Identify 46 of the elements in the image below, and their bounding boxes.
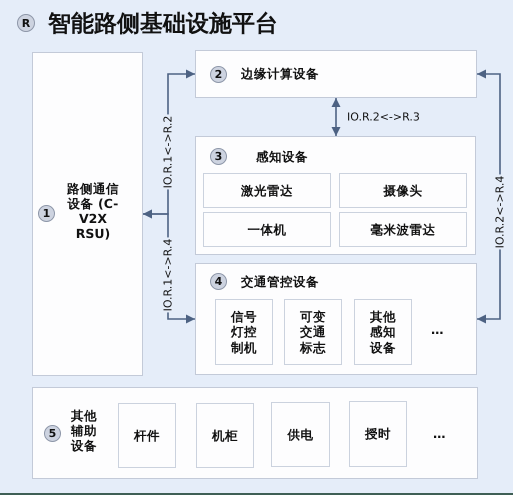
connector-arrow <box>332 98 340 136</box>
section-title: 交通管控设备 <box>241 274 320 289</box>
number-badge: 5 <box>44 425 61 442</box>
ellipsis-text: … <box>433 426 446 441</box>
component-box <box>339 173 467 208</box>
component-box <box>354 299 412 365</box>
component-box <box>284 299 342 365</box>
component-label: 其他感知设备 <box>368 308 397 357</box>
number-badge: 2 <box>210 66 227 83</box>
section-badge: R <box>17 14 35 32</box>
component-label: 毫米波雷达 <box>370 220 436 239</box>
edge-label: IO.R.2<->R.4 <box>494 174 506 250</box>
component-label: 供电 <box>286 426 314 444</box>
component-box <box>203 173 331 208</box>
ellipsis-text: … <box>431 322 444 337</box>
number-badge: 3 <box>210 148 227 165</box>
component-label: 摄像头 <box>382 182 424 200</box>
section-title: 边缘计算设备 <box>241 66 320 81</box>
section-title: 其他辅助设备 <box>71 408 98 453</box>
component-label: 杆件 <box>132 426 161 445</box>
edge-label: IO.R.1<->R.4 <box>162 238 174 312</box>
component-label: 可变交通标志 <box>298 308 327 357</box>
number-badge: 4 <box>210 273 227 290</box>
component-box <box>271 402 330 467</box>
section-title: 路侧通信设备 (C-V2X RSU) <box>66 181 120 241</box>
component-label: 信号灯控制机 <box>230 308 258 357</box>
component-box <box>215 299 273 365</box>
component-label: 一体机 <box>246 220 288 239</box>
diagram-title: 智能路侧基础设施平台 <box>48 10 278 39</box>
section-box <box>32 387 478 479</box>
component-box <box>339 212 467 247</box>
component-box <box>203 212 331 247</box>
section-box <box>195 263 477 375</box>
component-box <box>349 401 407 467</box>
number-badge: 1 <box>38 205 55 222</box>
section-box <box>32 52 143 376</box>
component-box <box>196 403 254 468</box>
edge-label: IO.R.2<->R.3 <box>346 110 421 124</box>
section-box <box>195 50 477 98</box>
section-title: 感知设备 <box>256 149 309 164</box>
section-box <box>195 136 476 255</box>
component-label: 授时 <box>364 425 392 444</box>
edge-label: IO.R.1<->R.2 <box>162 114 174 190</box>
component-box <box>118 403 176 468</box>
component-label: 激光雷达 <box>240 182 294 200</box>
component-label: 机柜 <box>210 426 239 445</box>
